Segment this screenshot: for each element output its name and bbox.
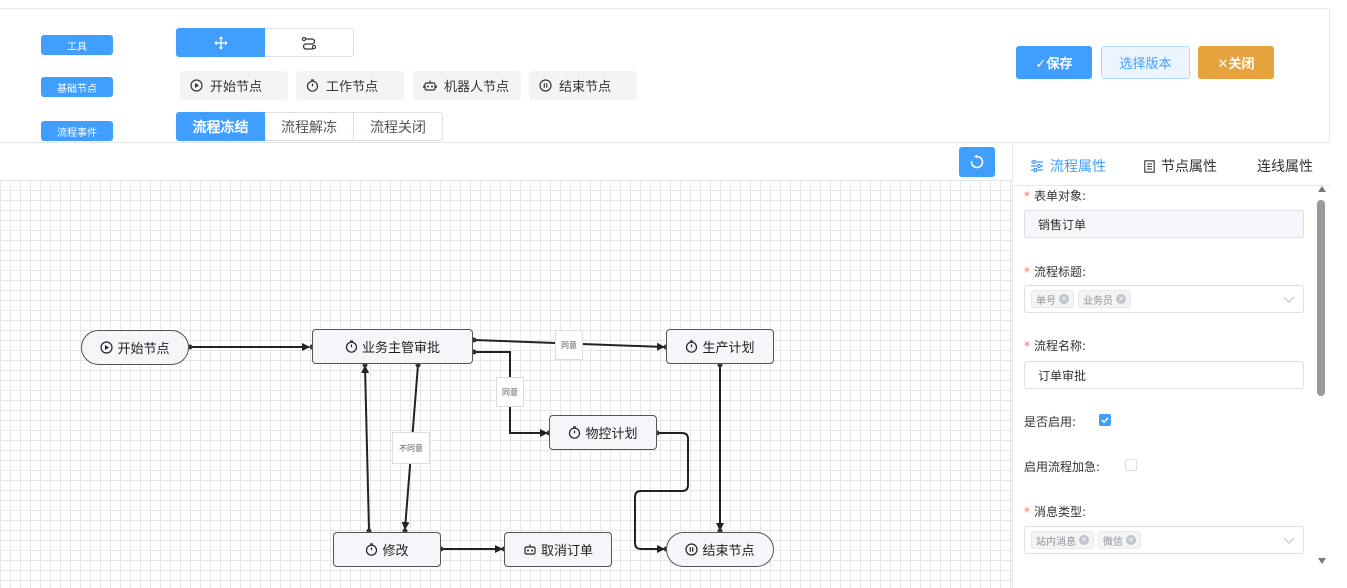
panel-scrollbar-thumb[interactable] — [1317, 200, 1325, 396]
flow-node-label: 修改 — [382, 544, 409, 559]
edge-label-disagree[interactable]: 不同意 — [392, 432, 430, 464]
enabled-checkbox[interactable] — [1099, 414, 1111, 426]
end-node-tool-label: 结束节点 — [559, 80, 612, 95]
play-circle-icon — [100, 341, 114, 354]
flow-node-material[interactable]: 物控计划 — [549, 415, 657, 450]
events-row-label: 流程事件 — [41, 121, 113, 141]
toolbar: 工具 基础节点 流程事件 开始节点 工作节点 — [0, 8, 1330, 143]
robot-node-tool[interactable]: 机器人节点 — [413, 71, 521, 100]
title-tag-salesman: 业务员✕ — [1078, 290, 1131, 308]
message-type-select[interactable]: 站内消息✕ 微信✕ — [1024, 526, 1304, 554]
message-type-label: *消息类型: — [1024, 505, 1087, 519]
save-button[interactable]: ✓保存 — [1016, 46, 1092, 79]
edge-label-agree-mid[interactable]: 同意 — [496, 377, 524, 407]
urgent-label: 启用流程加急: — [1024, 460, 1101, 474]
flow-node-label: 生产计划 — [702, 341, 755, 356]
timer-icon — [306, 79, 319, 92]
flow-title-label: *流程标题: — [1024, 265, 1087, 279]
tag-close-icon[interactable]: ✕ — [1116, 294, 1126, 304]
enabled-label: 是否启用: — [1024, 415, 1077, 429]
panel-tabs: 流程属性 节点属性 连线属性 — [1014, 144, 1330, 186]
timer-icon — [569, 426, 581, 439]
pause-circle-icon — [685, 543, 699, 556]
form-object-label: *表单对象: — [1024, 189, 1087, 203]
connect-icon — [301, 36, 317, 50]
connect-tool-button[interactable] — [265, 28, 354, 57]
tab-flow-properties[interactable]: 流程属性 — [1030, 156, 1106, 176]
unfreeze-event-button[interactable]: 流程解冻 — [265, 112, 354, 141]
flow-node-start[interactable]: 开始节点 — [81, 330, 189, 365]
panel-scrollbar-track[interactable] — [1314, 186, 1330, 570]
tab-label: 连线属性 — [1257, 159, 1313, 175]
chevron-down-icon — [1283, 296, 1295, 303]
play-circle-icon — [190, 79, 203, 92]
flow-node-label: 物控计划 — [585, 427, 638, 442]
move-tool-button[interactable] — [176, 28, 265, 57]
scroll-up-icon[interactable] — [1318, 186, 1326, 192]
flow-node-label: 结束节点 — [702, 544, 755, 559]
refresh-icon — [970, 154, 984, 169]
flow-node-label: 取消订单 — [540, 544, 593, 559]
tag-close-icon[interactable]: ✕ — [1126, 535, 1136, 545]
flow-canvas[interactable]: 同意 同意 不同意 开始节点 业务主管审批 生产计划 物控计划 修改 取消订单 — [0, 144, 1013, 588]
document-icon — [1144, 159, 1155, 173]
form-object-input[interactable]: 销售订单 — [1024, 210, 1304, 238]
tab-edge-properties[interactable]: 连线属性 — [1257, 156, 1313, 176]
flow-title-select[interactable]: 单号✕ 业务员✕ — [1024, 285, 1304, 313]
select-version-button[interactable]: 选择版本 — [1101, 46, 1190, 79]
tag-close-icon[interactable]: ✕ — [1059, 294, 1069, 304]
timer-icon — [345, 340, 358, 353]
timer-icon — [366, 543, 378, 556]
edge-material-end — [634, 432, 689, 553]
title-tag-order-no: 单号✕ — [1031, 290, 1074, 308]
chevron-down-icon — [1283, 537, 1295, 544]
robot-node-tool-label: 机器人节点 — [444, 80, 510, 95]
message-tag-site: 站内消息✕ — [1031, 531, 1094, 549]
tool-group — [176, 28, 354, 57]
check-icon — [1101, 417, 1109, 424]
start-node-tool-label: 开始节点 — [210, 80, 263, 95]
move-icon — [214, 36, 227, 49]
flow-node-supervisor[interactable]: 业务主管审批 — [312, 329, 473, 364]
start-node-tool[interactable]: 开始节点 — [180, 71, 288, 100]
close-event-button[interactable]: 流程关闭 — [354, 112, 443, 141]
tab-node-properties[interactable]: 节点属性 — [1144, 156, 1217, 176]
properties-panel: 流程属性 节点属性 连线属性 *表单对象: 销售订单 *流程标题: 单号✕ 业务… — [1014, 144, 1330, 588]
flow-node-modify[interactable]: 修改 — [333, 532, 441, 567]
refresh-button[interactable] — [959, 147, 995, 177]
message-tag-wechat: 微信✕ — [1098, 531, 1141, 549]
flow-node-label: 业务主管审批 — [361, 341, 440, 356]
tag-close-icon[interactable]: ✕ — [1079, 535, 1089, 545]
tab-label: 流程属性 — [1050, 159, 1106, 175]
timer-icon — [686, 340, 698, 353]
pause-circle-icon — [539, 79, 552, 92]
scroll-down-icon[interactable] — [1318, 558, 1326, 564]
edge-modify-supervisor — [361, 365, 370, 531]
event-group: 流程冻结 流程解冻 流程关闭 — [176, 112, 443, 141]
edge-label-agree-top[interactable]: 同意 — [555, 330, 583, 360]
work-node-tool[interactable]: 工作节点 — [296, 71, 404, 100]
robot-icon — [524, 544, 536, 555]
flow-name-input[interactable]: 订单审批 — [1024, 361, 1304, 389]
robot-icon — [423, 80, 437, 91]
flow-name-label: *流程名称: — [1024, 339, 1087, 353]
tools-row-label: 工具 — [41, 35, 113, 55]
close-button[interactable]: ✕关闭 — [1198, 46, 1274, 79]
flow-node-label: 开始节点 — [117, 342, 170, 357]
flow-node-production[interactable]: 生产计划 — [666, 329, 774, 364]
flow-node-end[interactable]: 结束节点 — [666, 532, 774, 567]
end-node-tool[interactable]: 结束节点 — [529, 71, 637, 100]
work-node-tool-label: 工作节点 — [326, 80, 379, 95]
flow-node-cancel[interactable]: 取消订单 — [504, 532, 612, 567]
flow-edges — [187, 337, 724, 553]
tab-label: 节点属性 — [1161, 159, 1217, 175]
basic-nodes-row-label: 基础节点 — [41, 77, 113, 97]
freeze-event-button[interactable]: 流程冻结 — [176, 112, 265, 141]
sliders-icon — [1031, 160, 1043, 172]
urgent-checkbox[interactable] — [1125, 459, 1137, 471]
